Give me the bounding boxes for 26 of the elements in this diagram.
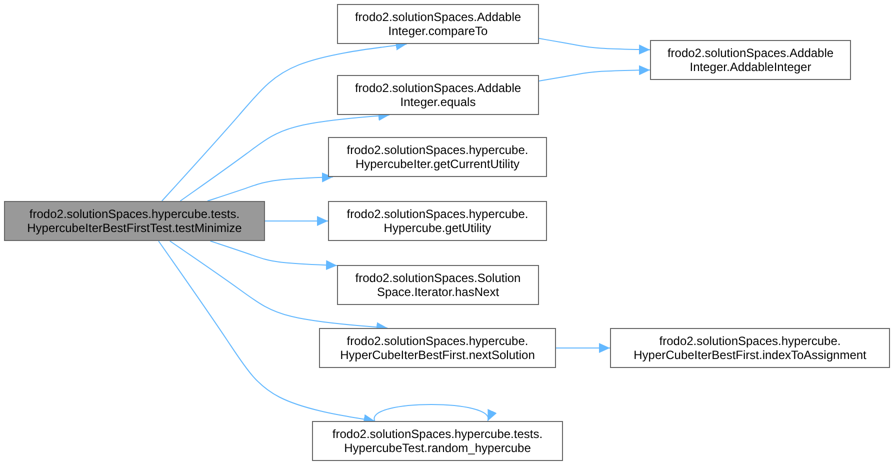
function-name: frodo2.solutionSpaces.Addable Integer.compareTo bbox=[354, 10, 522, 38]
function-name: frodo2.solutionSpaces.hypercube. HyperCubeIterBestFirst.indexToAssignment bbox=[632, 334, 868, 362]
function-box bbox=[337, 4, 539, 44]
arrow bbox=[264, 216, 328, 226]
function-box bbox=[319, 328, 556, 368]
function-name: frodo2.solutionSpaces.Addable Integer.equals bbox=[354, 81, 522, 109]
arrow bbox=[538, 38, 650, 55]
function-name: frodo2.solutionSpaces.hypercube. Hypercube.getUtility bbox=[346, 207, 530, 235]
function-box bbox=[312, 421, 563, 461]
arrow bbox=[206, 172, 334, 202]
function-box bbox=[337, 265, 539, 305]
highlighted-function-box bbox=[4, 201, 265, 241]
function-name: frodo2.solutionSpaces.hypercube. HyperCubeIterBestFirst.nextSolution bbox=[339, 334, 536, 362]
function-box bbox=[328, 137, 547, 177]
function-box bbox=[337, 75, 539, 115]
function-name: frodo2.solutionSpaces.hypercube.tests. HypercubeIterBestFirstTest.testMinimize bbox=[26, 207, 243, 235]
function-box bbox=[328, 201, 547, 241]
arrow bbox=[556, 343, 610, 353]
function-name: frodo2.solutionSpaces.Solution Space.Iterator.hasNext bbox=[354, 271, 522, 299]
function-box bbox=[610, 328, 890, 368]
function-name: frodo2.solutionSpaces.hypercube. HypercubeIter.getCurrentUtility bbox=[346, 143, 530, 171]
function-name: frodo2.solutionSpaces.hypercube.tests. HypercubeTest.random_hypercube bbox=[331, 427, 544, 455]
arrow bbox=[210, 240, 338, 270]
function-name: frodo2.solutionSpaces.Addable Integer.AddableInteger bbox=[666, 46, 835, 74]
function-box bbox=[650, 40, 851, 80]
arrow bbox=[538, 65, 650, 82]
